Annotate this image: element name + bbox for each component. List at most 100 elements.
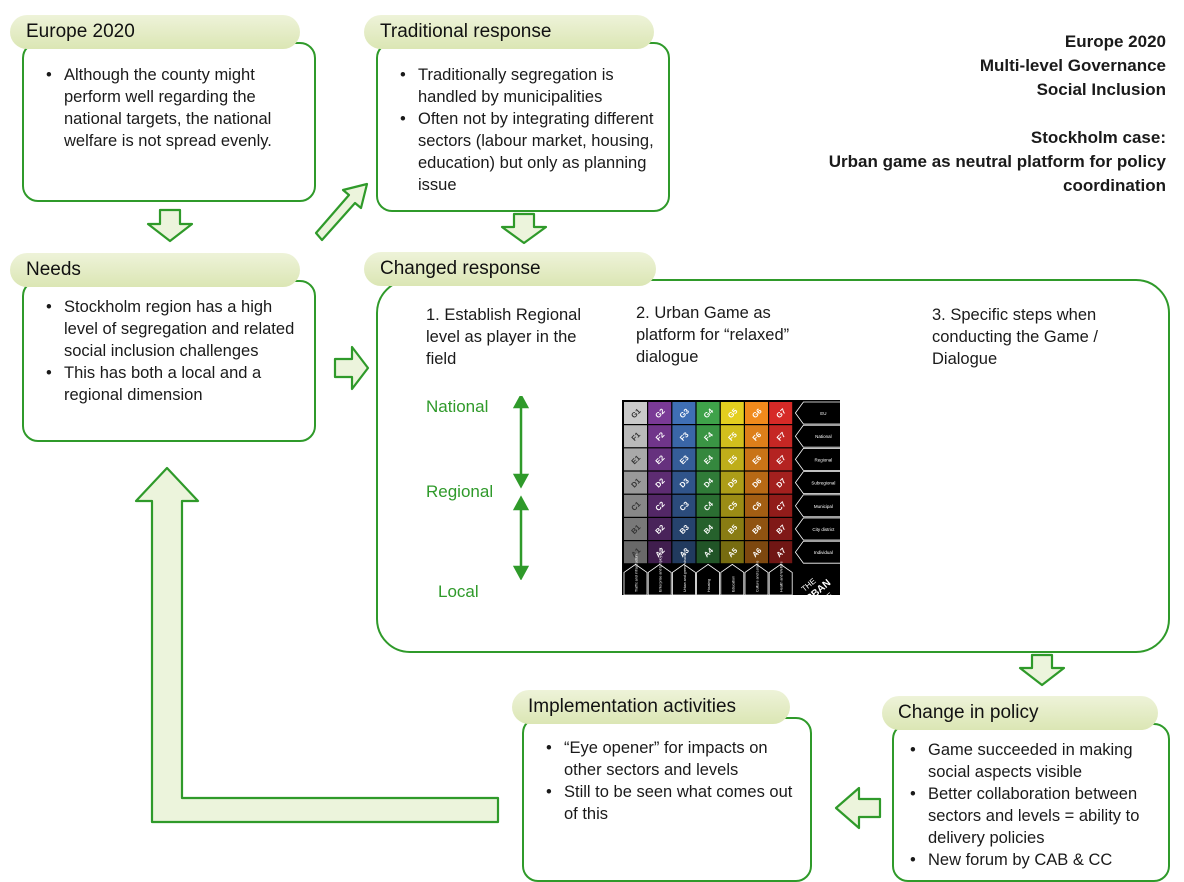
bullet-item: New forum by CAB & CC	[902, 849, 1162, 871]
arrow-left-icon	[834, 786, 882, 830]
game-sector-tag	[744, 563, 769, 596]
game-cell	[648, 448, 672, 471]
game-sector-label: Culture and Leisure	[756, 561, 760, 592]
bullet-item: Stockholm region has a high level of seg…	[38, 296, 304, 362]
game-level-label: National	[815, 434, 832, 439]
game-cell	[672, 471, 696, 494]
title-line: Social Inclusion	[1036, 80, 1166, 99]
game-cell	[769, 448, 793, 471]
game-cell	[672, 518, 696, 540]
game-cell	[769, 494, 793, 517]
game-cell	[745, 518, 768, 540]
game-cell	[624, 471, 647, 494]
bullet-item: Still to be seen what comes out of this	[538, 781, 800, 825]
europe2020-box: Although the county might perform well r…	[22, 42, 316, 202]
arrow-right-icon	[333, 345, 370, 391]
game-cell	[769, 471, 793, 494]
game-cell	[769, 518, 793, 540]
bullet-item: This has both a local and a regional dim…	[38, 362, 304, 406]
game-cell	[720, 402, 744, 424]
game-cell	[624, 425, 647, 448]
title-line: Urban game as neutral platform for polic…	[828, 152, 1166, 171]
double-arrow-icon	[512, 396, 530, 489]
game-cell	[648, 471, 672, 494]
bullet-item: Often not by integrating different secto…	[392, 108, 658, 196]
game-sector-label: Urban and green structure	[683, 550, 687, 592]
level-local: Local	[438, 582, 479, 601]
game-cell	[720, 518, 744, 540]
game-sector-label: Enterprise and Employment	[659, 548, 663, 592]
europe2020-tab: Europe 2020	[10, 15, 300, 49]
game-level-label: Municipal	[814, 504, 833, 509]
game-cell	[672, 448, 696, 471]
game-cell	[696, 448, 720, 471]
traditional-box: Traditionally segregation is handled by …	[376, 42, 670, 212]
game-cell	[769, 402, 793, 424]
changed-tab: Changed response	[364, 252, 656, 286]
game-cell	[745, 425, 768, 448]
game-cell	[672, 494, 696, 517]
game-cell	[624, 448, 647, 471]
game-level-label: EU	[820, 411, 826, 416]
game-cell	[745, 402, 768, 424]
game-cell	[648, 541, 672, 564]
title-block: Europe 2020 Multi-level Governance Socia…	[829, 30, 1166, 198]
game-cell	[648, 494, 672, 517]
bullet-item: Traditionally segregation is handled by …	[392, 64, 658, 108]
game-sector-tag	[623, 563, 648, 596]
game-cell	[696, 541, 720, 564]
game-cell	[745, 541, 768, 564]
step-2: 2. Urban Game as platform for “relaxed” …	[636, 304, 790, 366]
game-sector-tag	[696, 563, 720, 596]
game-sector-tag	[647, 563, 672, 596]
game-cell	[696, 471, 720, 494]
traditional-tab: Traditional response	[364, 15, 654, 49]
game-cell	[648, 402, 672, 424]
game-cell	[720, 448, 744, 471]
game-cell	[648, 518, 672, 540]
game-level-label: Regional	[815, 457, 833, 462]
title-line: Multi-level Governance	[979, 56, 1166, 75]
game-cell	[720, 471, 744, 494]
game-cell	[696, 425, 720, 448]
loop-arrow-icon	[134, 466, 500, 824]
game-cell	[672, 402, 696, 424]
bullet-item: Game succeeded in making social aspects …	[902, 739, 1162, 783]
title-line: Stockholm case:	[1030, 128, 1166, 147]
implementation-box: “Eye opener” for impacts on other sector…	[522, 717, 812, 882]
arrow-down-icon	[1018, 653, 1066, 687]
needs-tab: Needs	[10, 253, 300, 287]
traditional-list: Traditionally segregation is handled by …	[392, 64, 658, 196]
game-cell	[648, 425, 672, 448]
game-cell	[745, 471, 768, 494]
policy-list: Game succeeded in making social aspects …	[902, 739, 1162, 871]
game-cell	[720, 425, 744, 448]
game-cell	[720, 494, 744, 517]
policy-tab: Change in policy	[882, 696, 1158, 730]
arrow-up-right-icon	[314, 182, 369, 242]
title-line: coordination	[1063, 176, 1166, 195]
double-arrow-icon	[512, 495, 530, 580]
bullet-item: Better collaboration between sectors and…	[902, 783, 1162, 849]
game-cell	[696, 402, 720, 424]
needs-list: Stockholm region has a high level of seg…	[38, 296, 304, 406]
game-cell	[745, 448, 768, 471]
europe2020-list: Although the county might perform well r…	[38, 64, 298, 152]
policy-box: Game succeeded in making social aspects …	[892, 723, 1170, 882]
game-cell	[624, 541, 647, 564]
game-sector-label: Education	[731, 576, 735, 592]
game-cell	[769, 425, 793, 448]
arrow-down-icon	[146, 208, 194, 243]
game-sector-label: Health and Welfare	[780, 561, 784, 592]
implementation-tab: Implementation activities	[512, 690, 790, 724]
needs-box: Stockholm region has a high level of seg…	[22, 280, 316, 442]
game-cell	[696, 494, 720, 517]
arrow-down-icon	[500, 212, 548, 245]
game-cell	[696, 518, 720, 540]
level-national: National	[426, 397, 489, 416]
bullet-item: “Eye opener” for impacts on other sector…	[538, 737, 800, 781]
game-cell	[672, 425, 696, 448]
